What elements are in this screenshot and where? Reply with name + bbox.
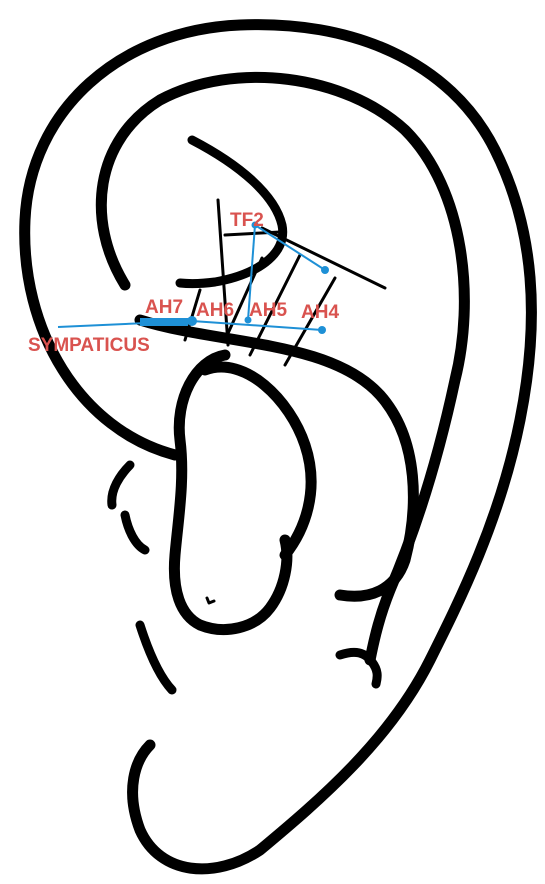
- helix-tail: [340, 652, 377, 684]
- intertragic-mark-lower: [125, 515, 145, 550]
- label-ah4: AH4: [301, 302, 339, 323]
- intertragic-mark-upper: [112, 465, 130, 505]
- label-ah7: AH7: [145, 297, 183, 318]
- point-tf2-end: [321, 266, 329, 274]
- lobe-inner-curve: [140, 625, 172, 690]
- concha-mark: [207, 598, 214, 603]
- point-ah4: [318, 326, 326, 334]
- label-ah6: AH6: [196, 300, 234, 321]
- point-ah7-marker: [140, 318, 188, 326]
- helix-outer-rim: [25, 25, 532, 869]
- helix-crus: [205, 367, 311, 555]
- zone-line-diagonal-upper: [262, 228, 385, 288]
- label-tf2: TF2: [230, 210, 264, 231]
- label-sympaticus: SYMPATICUS: [28, 335, 150, 356]
- label-ah5: AH5: [249, 300, 287, 321]
